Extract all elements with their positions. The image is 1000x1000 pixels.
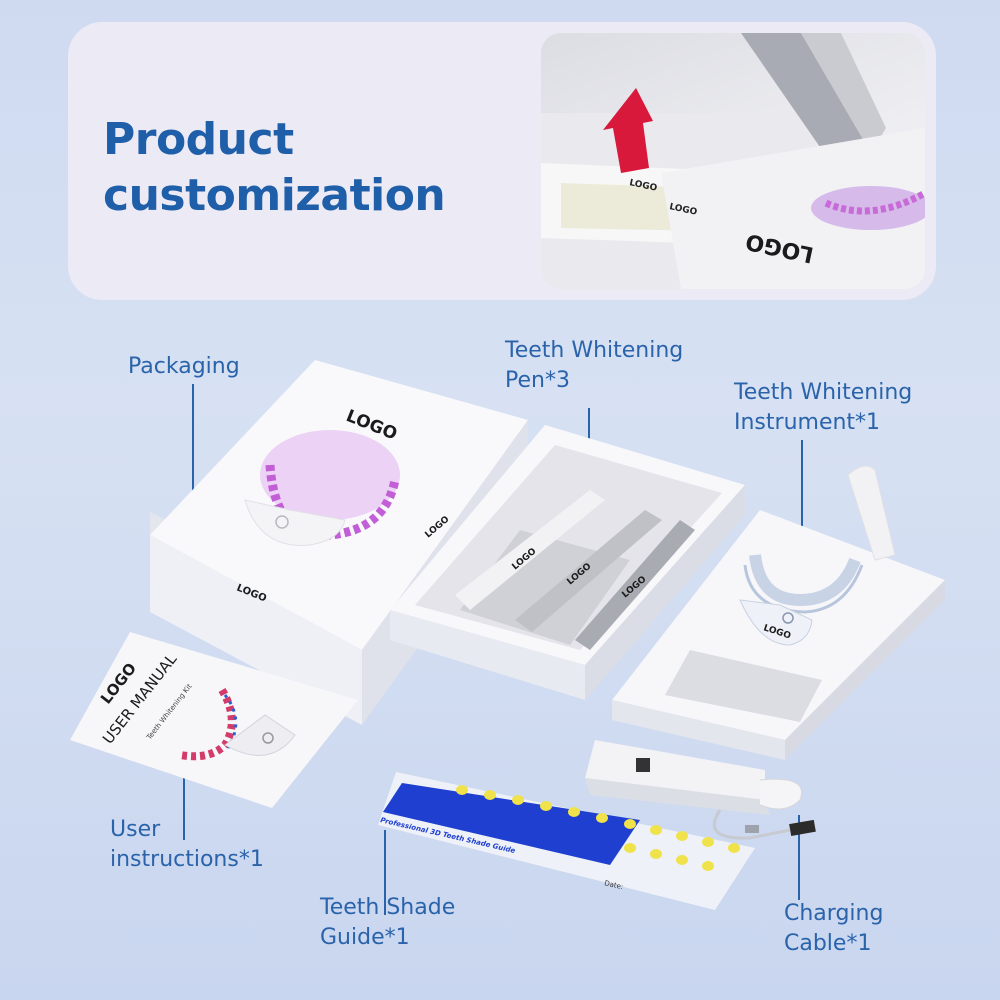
leader-manual bbox=[183, 760, 185, 840]
label-instrument: Teeth Whitening Instrument*1 bbox=[734, 378, 912, 438]
label-manual: User instructions*1 bbox=[110, 815, 264, 875]
label-pen-line2: Pen*3 bbox=[505, 368, 570, 393]
banner-title: Product customization bbox=[103, 112, 503, 224]
leader-cable bbox=[798, 815, 800, 900]
label-cable-line2: Cable*1 bbox=[784, 931, 872, 956]
charging-cable bbox=[585, 740, 816, 840]
label-instrument-line1: Teeth Whitening bbox=[734, 380, 913, 405]
pen-tray-box: LOGO LOGO LOGO LOGO bbox=[390, 425, 745, 700]
label-packaging: Packaging bbox=[128, 354, 240, 379]
label-manual-line1: User bbox=[110, 817, 161, 842]
instrument-box: LOGO bbox=[612, 465, 945, 760]
label-cable-line1: Charging bbox=[784, 901, 884, 926]
label-pen-line1: Teeth Whitening bbox=[505, 338, 684, 363]
leader-packaging bbox=[192, 384, 194, 534]
photo-illustration: LOGO LOGO LOGO bbox=[541, 33, 925, 289]
leader-shade-guide bbox=[384, 830, 386, 915]
banner-title-line2: customization bbox=[103, 170, 446, 221]
label-shade-line2: Guide*1 bbox=[320, 925, 410, 950]
label-shade-guide: Teeth Shade Guide*1 bbox=[320, 893, 455, 953]
label-shade-line1: Teeth Shade bbox=[320, 895, 456, 920]
banner-title-line1: Product bbox=[103, 114, 294, 165]
banner-product-photo: LOGO LOGO LOGO bbox=[541, 33, 925, 289]
label-cable: Charging Cable*1 bbox=[784, 899, 883, 959]
label-pen: Teeth Whitening Pen*3 bbox=[505, 336, 683, 396]
leader-instrument bbox=[801, 440, 803, 600]
label-manual-line2: instructions*1 bbox=[110, 847, 264, 872]
user-manual: LOGO USER MANUAL Teeth Whitening Kit bbox=[70, 632, 358, 808]
label-instrument-line2: Instrument*1 bbox=[734, 410, 881, 435]
shade-guide: Professional 3D Teeth Shade Guide Date: bbox=[378, 772, 755, 910]
